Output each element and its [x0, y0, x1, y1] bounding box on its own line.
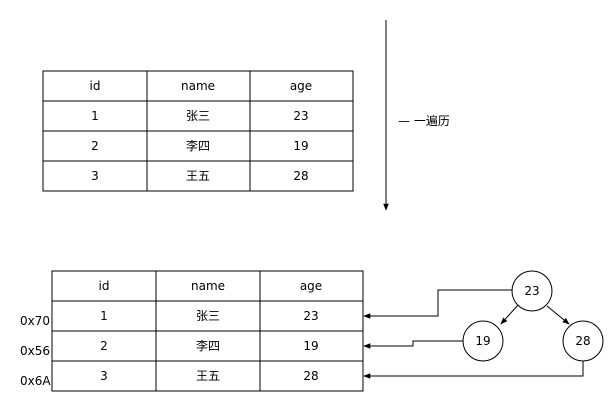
tree-node-left: 19 — [462, 320, 504, 362]
table-row: 3 王五 28 — [51, 360, 364, 392]
table-cell-name: 张三 — [186, 109, 210, 123]
table-row: 2 李四 19 — [42, 130, 354, 162]
table-cell-age: 23 — [303, 309, 318, 323]
table-cell-name: 王五 — [196, 369, 220, 383]
tree-edge-right — [546, 305, 570, 325]
table-cell-age: 19 — [293, 139, 308, 153]
tree-edges — [500, 304, 570, 325]
tree-node-label: 23 — [524, 284, 539, 298]
top-table-header-cell — [42, 70, 148, 102]
table-cell-id: 2 — [91, 139, 99, 153]
top-table-header-age: age — [290, 79, 312, 93]
table-cell-age: 28 — [293, 169, 308, 183]
bottom-table-header-cell — [51, 270, 157, 302]
scan-arrow-label: — 一遍历 — [398, 114, 450, 128]
tree-node-label: 19 — [475, 334, 490, 348]
table-row: 2 李四 19 — [51, 330, 364, 362]
bottom-table-header-age: age — [300, 279, 322, 293]
tree-edge-left — [500, 304, 519, 325]
table-cell-id: 3 — [100, 369, 108, 383]
table-cell-id: 1 — [100, 309, 108, 323]
tree-node-right: 28 — [562, 320, 604, 362]
bottom-table-header-cell — [259, 270, 364, 302]
table-cell-name: 李四 — [196, 338, 220, 353]
table-cell-name: 张三 — [196, 309, 220, 323]
table-cell-id: 3 — [91, 169, 99, 183]
tree-node-label: 28 — [575, 334, 590, 348]
table-row: 3 王五 28 — [42, 160, 354, 192]
table-cell-age: 19 — [303, 339, 318, 353]
top-table-header-id: id — [90, 79, 101, 93]
bottom-table-header-cell — [155, 270, 261, 302]
scan-arrow: — 一遍历 — [383, 20, 450, 211]
table-row: 1 张三 23 — [51, 300, 364, 332]
row-address: 0x56 — [20, 344, 50, 358]
table-cell-age: 28 — [303, 369, 318, 383]
tree-node-root: 23 — [511, 270, 553, 312]
bottom-table-header-id: id — [99, 279, 110, 293]
table-cell-id: 1 — [91, 109, 99, 123]
top-table: id name age 1 张三 23 2 李四 19 3 王五 2 — [42, 70, 354, 192]
top-table-header-cell — [146, 70, 251, 102]
table-row: 1 张三 23 — [42, 100, 354, 132]
bottom-table: id name age 1 张三 23 2 李四 19 3 王五 2 — [20, 270, 364, 392]
top-table-header-name: name — [181, 79, 215, 93]
table-cell-name: 李四 — [186, 138, 210, 153]
row-address: 0x70 — [20, 314, 50, 328]
top-table-header-cell — [249, 70, 354, 102]
table-cell-name: 王五 — [186, 169, 210, 183]
tree: 23 19 28 — [462, 270, 604, 362]
row-pointers — [363, 289, 584, 379]
row-address: 0x6A — [20, 374, 51, 388]
pointer-arrow — [363, 340, 463, 349]
pointer-arrow — [363, 289, 512, 319]
bottom-table-header-name: name — [191, 279, 225, 293]
table-cell-age: 23 — [293, 109, 308, 123]
pointer-arrow — [363, 361, 584, 379]
table-cell-id: 2 — [100, 339, 108, 353]
